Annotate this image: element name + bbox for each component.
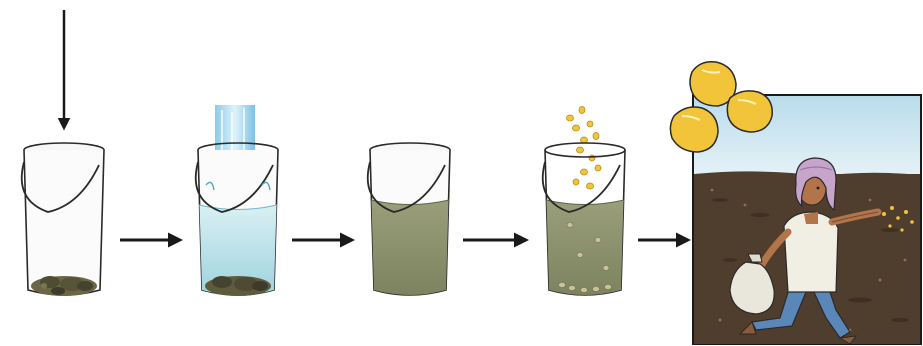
murky-water bbox=[547, 200, 624, 295]
bucket-rim bbox=[545, 143, 625, 157]
falling-seeds-icon bbox=[567, 107, 602, 190]
bucket-step-2 bbox=[196, 105, 278, 296]
dung-pile-icon bbox=[205, 276, 271, 296]
bucket-step-4 bbox=[543, 107, 625, 296]
bucket-step-3 bbox=[368, 143, 450, 295]
murky-water bbox=[372, 200, 449, 295]
farmer-sowing-panel bbox=[693, 95, 921, 344]
bucket-body bbox=[24, 150, 104, 295]
bucket-step-1 bbox=[22, 143, 104, 296]
dung-pile-icon bbox=[31, 276, 97, 296]
